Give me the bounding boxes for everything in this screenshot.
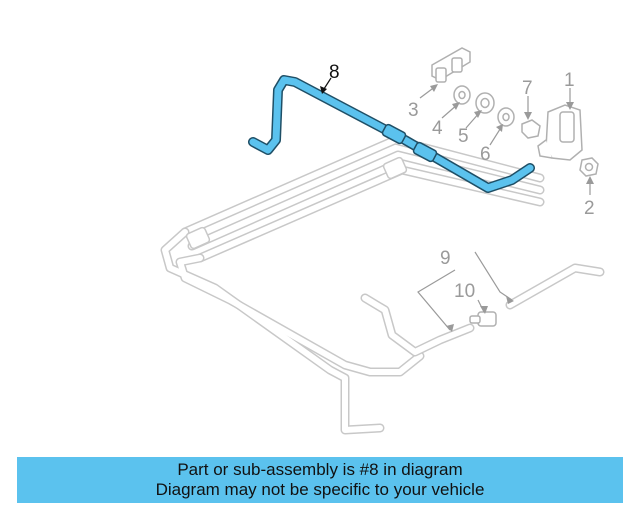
callout-7: 7 (522, 78, 533, 99)
part-2-nut[interactable] (579, 157, 599, 177)
callout-3: 3 (408, 100, 419, 121)
callout-4: 4 (432, 118, 443, 139)
callout-1: 1 (564, 70, 575, 91)
part-6-washer[interactable] (497, 107, 515, 127)
part-7-cap[interactable] (521, 119, 541, 139)
callout-5: 5 (458, 126, 469, 147)
banner-line-2: Diagram may not be specific to your vehi… (155, 480, 485, 499)
part-1-pump[interactable] (537, 104, 583, 161)
frame-tubes (160, 135, 605, 435)
part-4-grommet[interactable] (453, 85, 471, 105)
part-10-valve[interactable] (469, 311, 497, 327)
leader-arrowheads (320, 84, 594, 332)
callout-2: 2 (584, 198, 595, 219)
banner-line-1: Part or sub-assembly is #8 in diagram (177, 460, 463, 479)
part-8-hose[interactable] (248, 75, 535, 193)
callout-6: 6 (480, 144, 491, 165)
part-3-bracket[interactable] (431, 47, 471, 83)
small-parts (431, 47, 599, 327)
info-banner: Part or sub-assembly is #8 in diagram Di… (17, 457, 623, 503)
callout-9: 9 (440, 248, 451, 269)
callout-10: 10 (454, 281, 475, 302)
part-5-bushing[interactable] (475, 92, 495, 114)
parts-diagram: 8 1 7 3 4 5 6 2 9 10 (160, 47, 605, 435)
callout-8: 8 (329, 62, 340, 83)
